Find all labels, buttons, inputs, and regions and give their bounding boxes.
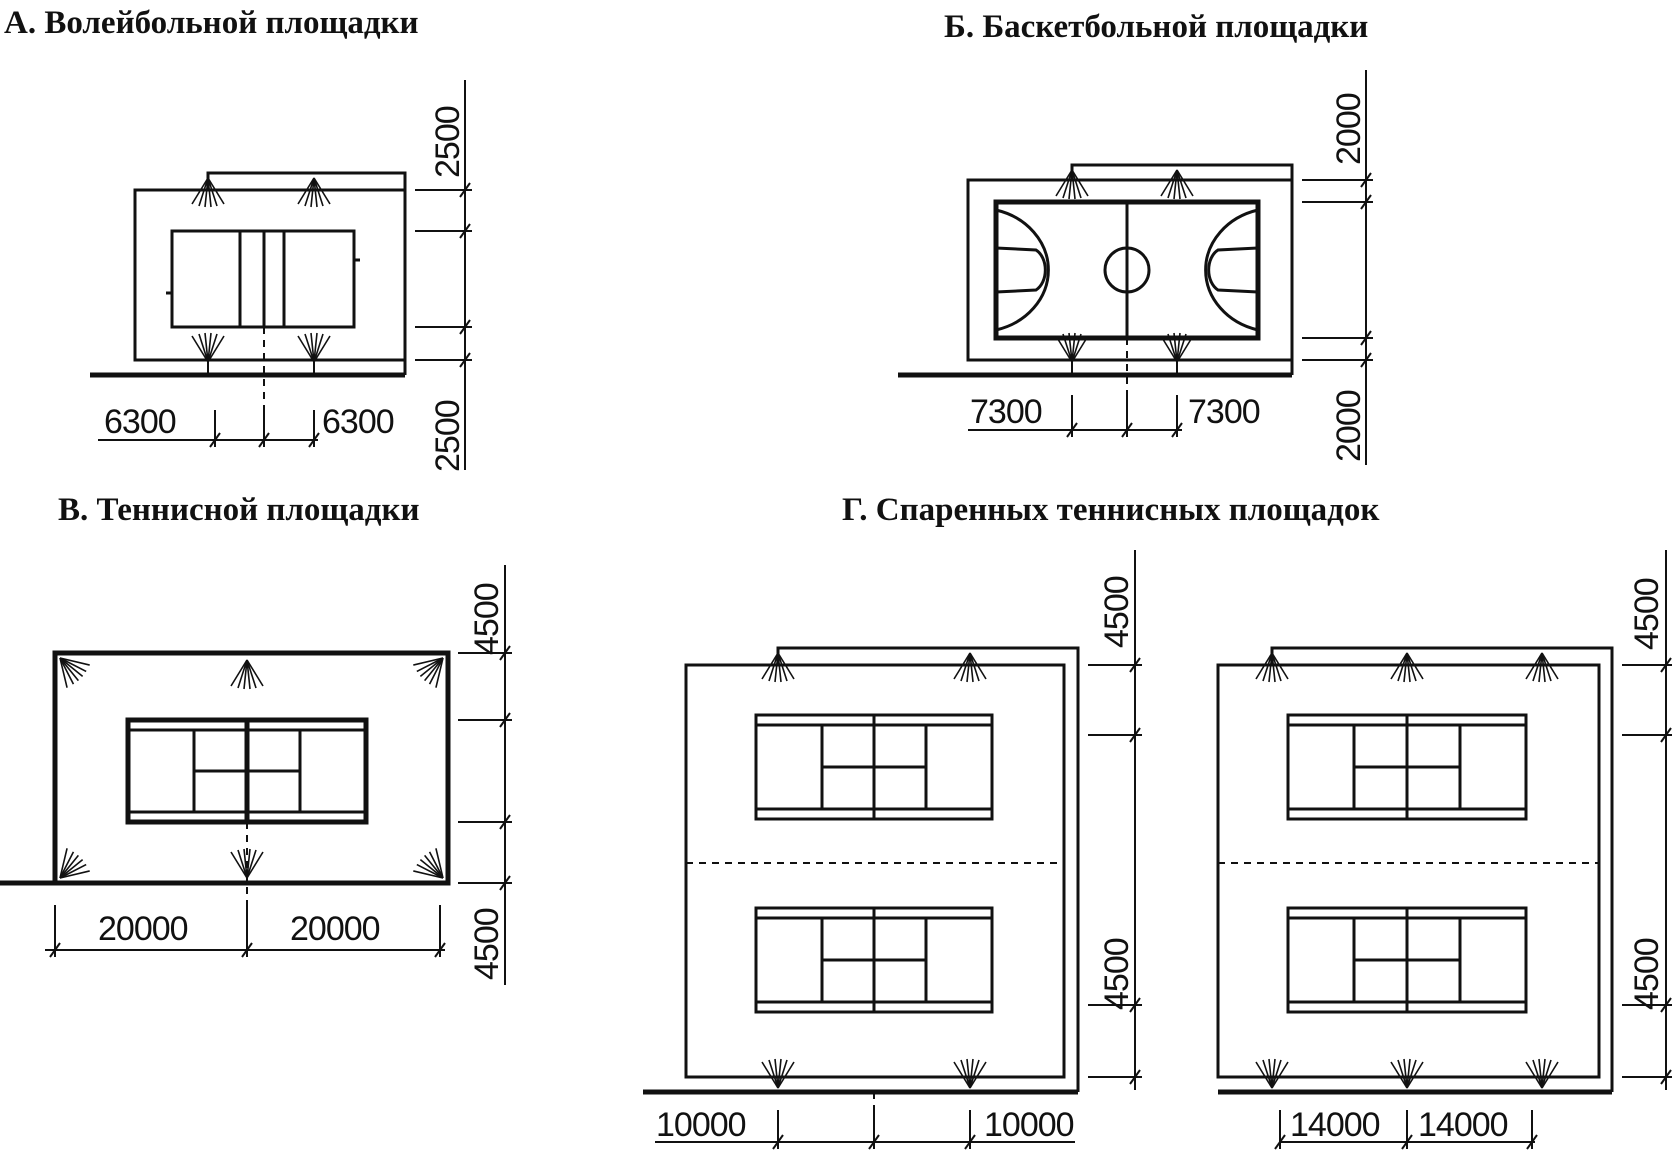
dimension-lines: [968, 70, 1373, 465]
dimension-label: 4500: [1628, 578, 1666, 650]
floodlight-icon: [1255, 652, 1289, 683]
tennis-court: [754, 713, 994, 821]
dimension-lines: [98, 80, 472, 470]
floodlight-icon: [1255, 1058, 1289, 1089]
floodlight-icon: [761, 1058, 795, 1089]
dimension-lines: [1274, 550, 1672, 1150]
dimension-label: 20000: [98, 910, 188, 948]
tennis-court: [754, 906, 994, 1014]
dimension-label: 4500: [1098, 938, 1136, 1010]
paired-tennis-site-plan-left: [643, 646, 1080, 1145]
floodlight-icon: [230, 659, 264, 690]
floodlight-icon: [1390, 652, 1424, 683]
dimension-label: 6300: [104, 403, 176, 441]
floodlight-icon: [1525, 652, 1559, 683]
dimension-label: 7300: [970, 393, 1042, 431]
floodlight-icon: [1055, 169, 1089, 200]
tennis-site-plan: [0, 645, 456, 950]
dimension-label: 14000: [1290, 1106, 1380, 1144]
floodlight-icon: [191, 177, 225, 208]
floodlight-icon: [191, 332, 225, 363]
dimension-label: 7300: [1188, 393, 1260, 431]
panel-title: Г. Спаренных теннисных площадок: [842, 492, 1379, 528]
floodlight-icon: [953, 1058, 987, 1089]
dimension-label: 2000: [1330, 93, 1368, 165]
panel-title: В. Теннисной площадки: [58, 492, 420, 528]
floodlight-icon: [1525, 1058, 1559, 1089]
dimension-label: 4500: [468, 583, 506, 655]
dimension-lines: [45, 565, 512, 985]
dimension-label: 4500: [1098, 576, 1136, 648]
dimension-label: 14000: [1418, 1106, 1508, 1144]
panel-title: Б. Баскетбольной площадки: [944, 9, 1368, 45]
floodlight-icon: [297, 177, 331, 208]
floodlight-icon: [297, 332, 331, 363]
floodlight-icon: [953, 652, 987, 683]
panel-basketball: Б. Баскетбольной площадки: [898, 9, 1373, 465]
basketball-site-plan: [898, 163, 1294, 430]
dimension-label: 4500: [1628, 938, 1666, 1010]
dimension-lines: [655, 550, 1142, 1150]
tennis-court: [1286, 906, 1528, 1014]
dimension-label: 10000: [984, 1106, 1074, 1144]
floodlight-icon: [761, 652, 795, 683]
panel-paired-tennis: Г. Спаренных теннисных площадок: [643, 492, 1672, 1150]
floodlight-icon: [1160, 169, 1194, 200]
dimension-label: 2000: [1330, 390, 1368, 462]
floodlight-icon: [1390, 1058, 1424, 1089]
dimension-label: 4500: [468, 908, 506, 980]
paired-tennis-site-plan-right: [1216, 646, 1614, 1095]
panel-volleyball: А. Волейбольной площадки: [4, 5, 472, 472]
panel-title: А. Волейбольной площадки: [4, 5, 419, 41]
dimension-label: 10000: [656, 1106, 746, 1144]
dimension-label: 6300: [322, 403, 394, 441]
dimension-label: 20000: [290, 910, 380, 948]
dimension-label: 2500: [429, 400, 467, 472]
volleyball-site-plan: [90, 171, 407, 440]
dimension-label: 2500: [429, 106, 467, 178]
panel-tennis: В. Теннисной площадки: [0, 492, 512, 985]
tennis-court: [1286, 713, 1528, 821]
